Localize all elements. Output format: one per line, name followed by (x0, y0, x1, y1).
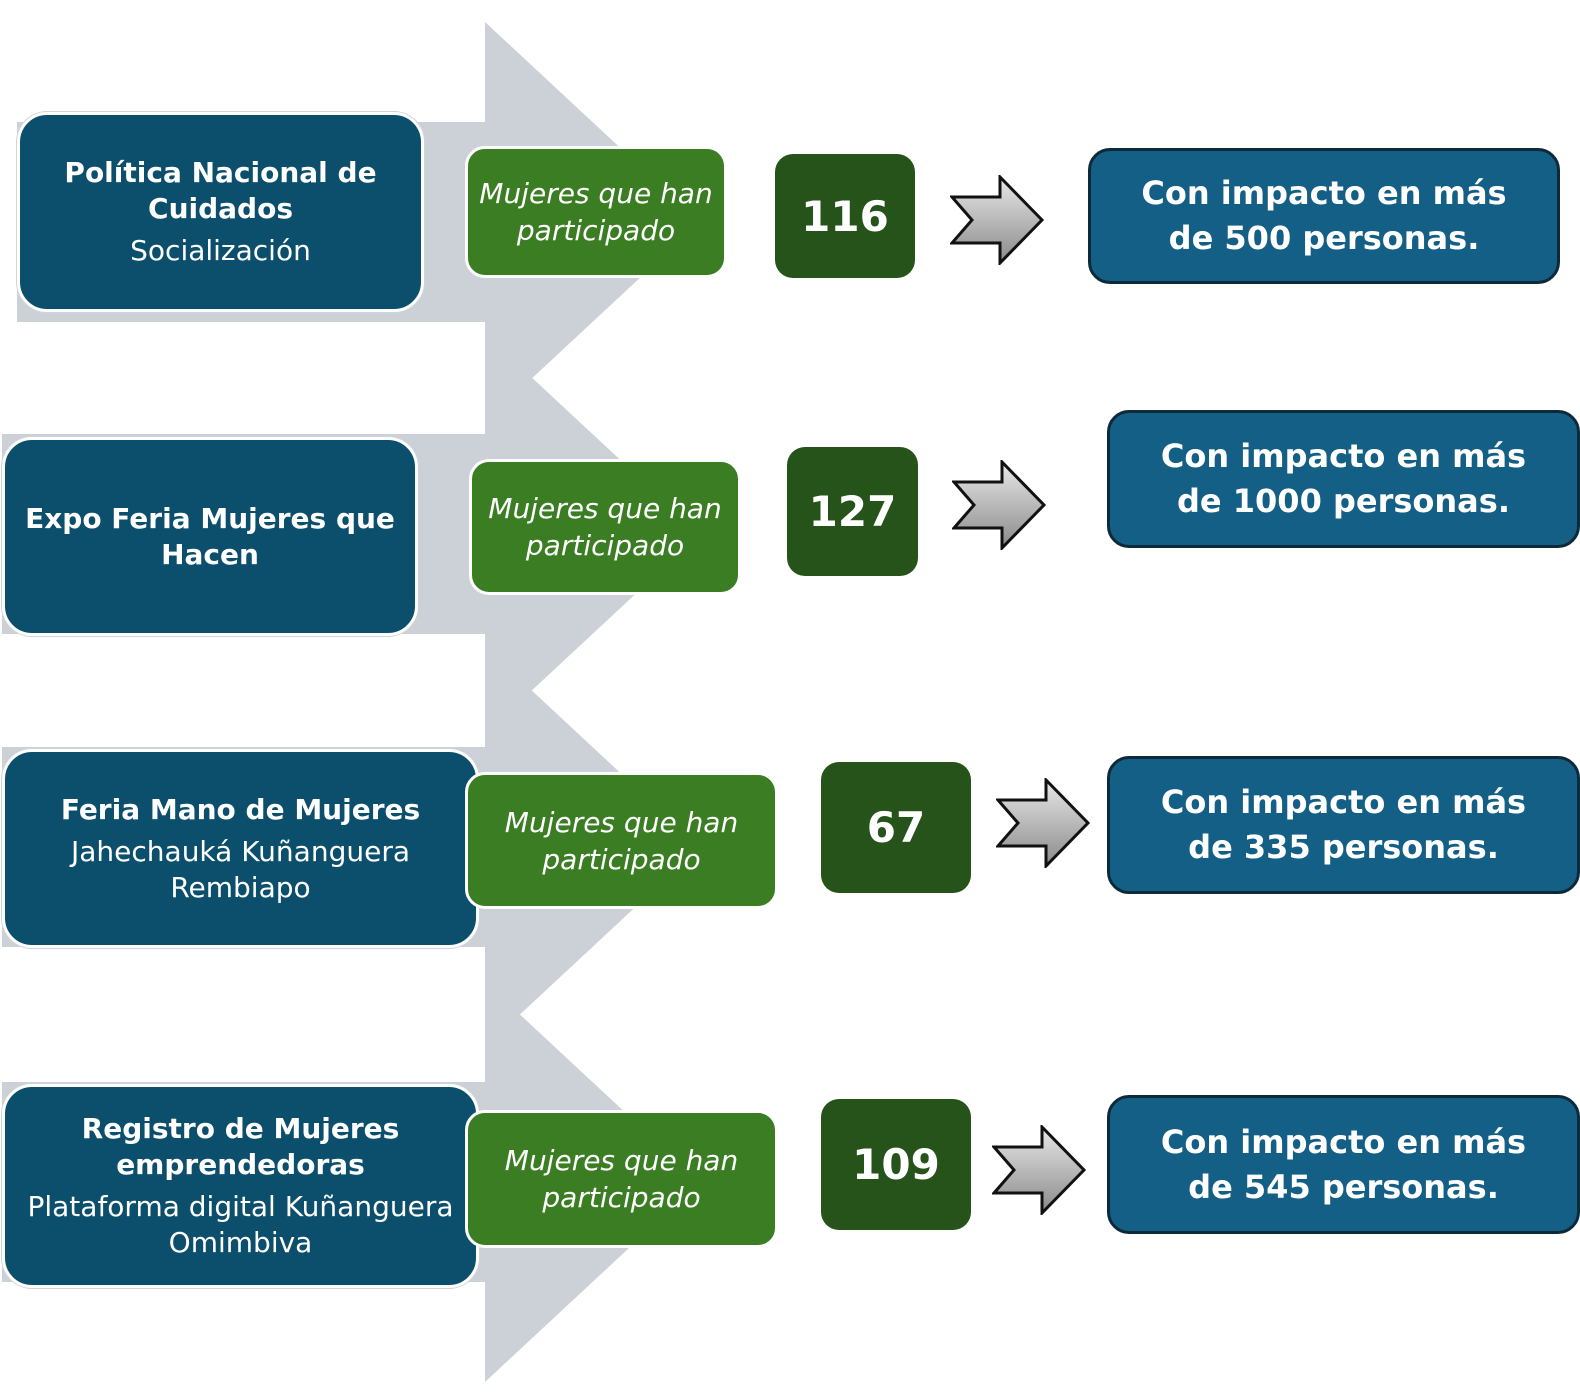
program-title-1: Política Nacional de Cuidados (64, 156, 377, 225)
program-title-3: Feria Mano de Mujeres (60, 792, 421, 826)
count-box-4: 109 (821, 1099, 971, 1230)
women-label-box-2: Mujeres que han participado (469, 459, 741, 595)
program-subtitle-1: Socialización (130, 234, 311, 267)
program-box-1: Política Nacional de Cuidados Socializac… (17, 112, 424, 312)
impact-box-2: Con impacto en más de 1000 personas. (1107, 410, 1580, 548)
program-title-2: Expo Feria Mujeres que Hacen (25, 501, 395, 571)
arrow-icon-3 (996, 778, 1091, 868)
program-title-4: Registro de Mujeres emprendedoras (81, 1112, 400, 1181)
program-box-2: Expo Feria Mujeres que Hacen (2, 437, 418, 636)
women-label-box-1: Mujeres que han participado (465, 146, 727, 278)
impact-box-3: Con impacto en más de 335 personas. (1107, 756, 1580, 894)
impact-box-4: Con impacto en más de 545 personas. (1107, 1095, 1580, 1234)
program-subtitle-3: Jahechauká Kuñanguera Rembiapo (71, 834, 410, 904)
program-box-3: Feria Mano de Mujeres Jahechauká Kuñangu… (2, 749, 479, 948)
count-box-1: 116 (775, 154, 915, 278)
impact-box-1: Con impacto en más de 500 personas. (1088, 148, 1560, 284)
program-box-4: Registro de Mujeres emprendedoras Plataf… (2, 1084, 479, 1288)
count-box-3: 67 (821, 762, 971, 893)
arrow-icon-2 (952, 460, 1047, 550)
program-subtitle-4: Plataforma digital Kuñanguera Omimbiva (27, 1190, 454, 1259)
women-label-box-3: Mujeres que han participado (465, 772, 778, 909)
arrow-icon-1 (950, 175, 1045, 265)
count-box-2: 127 (787, 447, 918, 576)
women-label-box-4: Mujeres que han participado (465, 1110, 778, 1248)
arrow-icon-4 (992, 1125, 1087, 1215)
